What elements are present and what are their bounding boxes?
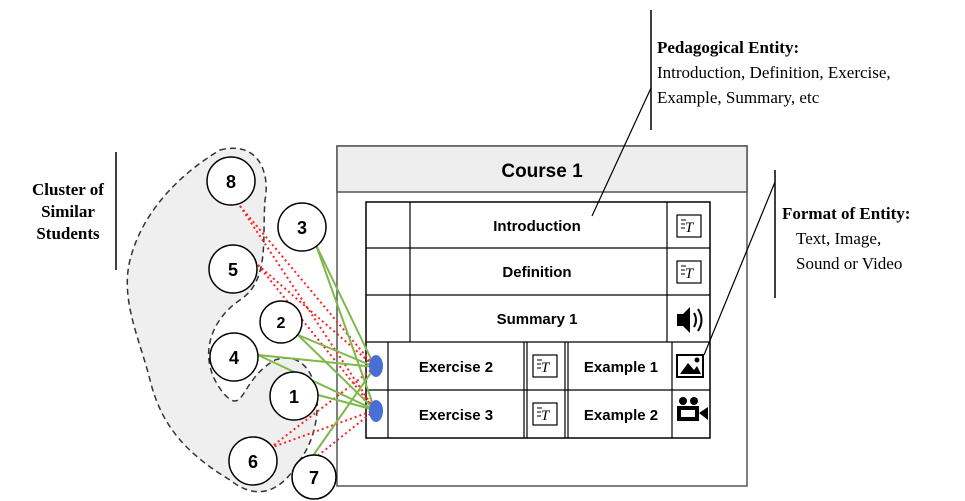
text-icon: T [532, 402, 558, 426]
course-header [336, 145, 748, 193]
link-lines [239, 205, 376, 463]
student-node-1[interactable]: 1 [269, 371, 319, 421]
recommend-link [297, 334, 376, 368]
svg-text:3: 3 [297, 218, 307, 238]
recommend-link [309, 366, 376, 461]
cell-example-1: Example 1 [584, 359, 658, 376]
recommend-link [297, 334, 376, 411]
similar-link [239, 205, 376, 411]
pedagogical-title: Pedagogical Entity: [657, 38, 799, 57]
format-line1: Text, Image, [796, 229, 881, 248]
entry-node-exercise-2 [369, 355, 383, 377]
text-icon: T [676, 214, 702, 238]
svg-text:6: 6 [248, 452, 258, 472]
student-node-2[interactable]: 2 [259, 300, 303, 344]
pedagogical-callout-pointer [591, 87, 652, 217]
course-title: Course 1 [501, 161, 583, 182]
student-node-5[interactable]: 5 [208, 244, 258, 294]
student-node-4[interactable]: 4 [209, 332, 259, 382]
recommend-link [257, 354, 376, 368]
svg-text:T: T [685, 220, 695, 236]
svg-text:2: 2 [277, 315, 286, 332]
similar-link [269, 366, 376, 449]
svg-text:1: 1 [289, 387, 299, 407]
text-icon: T [532, 354, 558, 378]
similar-link [257, 264, 376, 368]
cluster-label-line3: Students [36, 224, 100, 243]
recommend-link [257, 354, 376, 411]
cell-exercise-2: Exercise 2 [419, 359, 493, 376]
svg-text:T: T [685, 266, 695, 282]
similar-link [309, 409, 376, 463]
student-node-7[interactable]: 7 [291, 454, 337, 500]
student-node-8[interactable]: 8 [206, 156, 256, 206]
sound-icon [677, 307, 703, 333]
entry-node-exercise-3 [369, 400, 383, 422]
format-title: Format of Entity: [782, 204, 910, 223]
video-icon [677, 397, 708, 421]
svg-text:5: 5 [228, 260, 238, 280]
pedagogical-line2: Example, Summary, etc [657, 88, 820, 107]
format-line2: Sound or Video [796, 254, 902, 273]
cluster-outline [126, 147, 318, 493]
similar-link [257, 264, 376, 411]
svg-text:7: 7 [309, 468, 319, 488]
svg-text:4: 4 [229, 348, 239, 368]
text-icon: T [676, 260, 702, 284]
cluster-label-line2: Similar [41, 202, 95, 221]
cluster-label-line1: Cluster of [32, 180, 104, 199]
course-table [365, 201, 711, 439]
image-icon [676, 354, 704, 378]
student-node-6[interactable]: 6 [228, 436, 278, 486]
similar-link [239, 205, 376, 368]
svg-text:8: 8 [226, 172, 236, 192]
student-node-3[interactable]: 3 [277, 202, 327, 252]
similar-link [269, 409, 376, 449]
recommend-link [317, 394, 376, 411]
row-summary: Summary 1 [497, 311, 578, 328]
row-definition: Definition [502, 264, 571, 281]
cell-example-2: Example 2 [584, 407, 658, 424]
recommend-link [315, 244, 376, 368]
svg-text:T: T [541, 360, 551, 376]
format-callout-pointer [703, 181, 776, 356]
svg-text:T: T [541, 408, 551, 424]
pedagogical-line1: Introduction, Definition, Exercise, [657, 63, 891, 82]
row-introduction: Introduction [493, 218, 580, 235]
cell-exercise-3: Exercise 3 [419, 407, 493, 424]
